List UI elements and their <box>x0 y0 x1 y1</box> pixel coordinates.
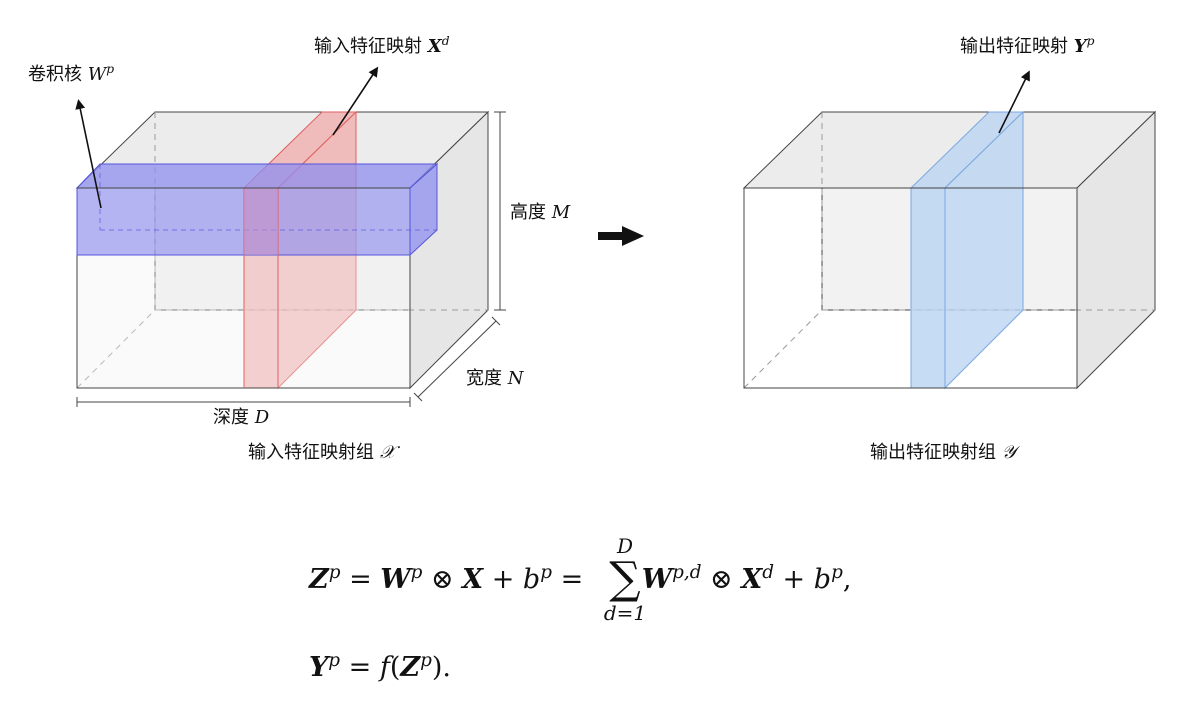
output-group-caption: 输出特征映射组 𝒴 <box>870 442 1016 463</box>
depth-label: 深度 D <box>213 407 270 428</box>
sum-lower-limit: d=1 <box>603 601 647 625</box>
sum-upper-limit: D <box>616 534 634 558</box>
output-box-front-face <box>743 187 1078 389</box>
summation-operator: D ∑ d=1 <box>598 536 652 624</box>
equation-activation: Yp = f(Zp). <box>309 649 451 683</box>
kernel-pointer-arrow <box>75 99 102 209</box>
width-label: 宽度 N <box>466 368 524 389</box>
input-map-label: 输入特征映射 Xd <box>314 34 450 57</box>
height-dimension <box>494 111 506 311</box>
output-map-label: 输出特征映射 Yp <box>960 34 1095 57</box>
input-map-pointer-arrow <box>332 66 379 136</box>
output-slice-yp <box>909 110 1025 390</box>
equation-convolution: Zp = Wp ⊗ X + bp = Wp,d ⊗ Xd + bp, <box>309 561 852 595</box>
kernel-label: 卷积核 Wp <box>28 62 115 85</box>
transform-arrow-icon <box>598 226 644 246</box>
output-map-pointer-arrow <box>998 70 1030 134</box>
sum-symbol: ∑ <box>609 553 641 604</box>
input-group-caption: 输入特征映射组 𝒳 <box>248 442 396 463</box>
height-label: 高度 M <box>510 202 571 223</box>
width-dimension <box>413 316 501 402</box>
depth-dimension <box>76 397 411 407</box>
